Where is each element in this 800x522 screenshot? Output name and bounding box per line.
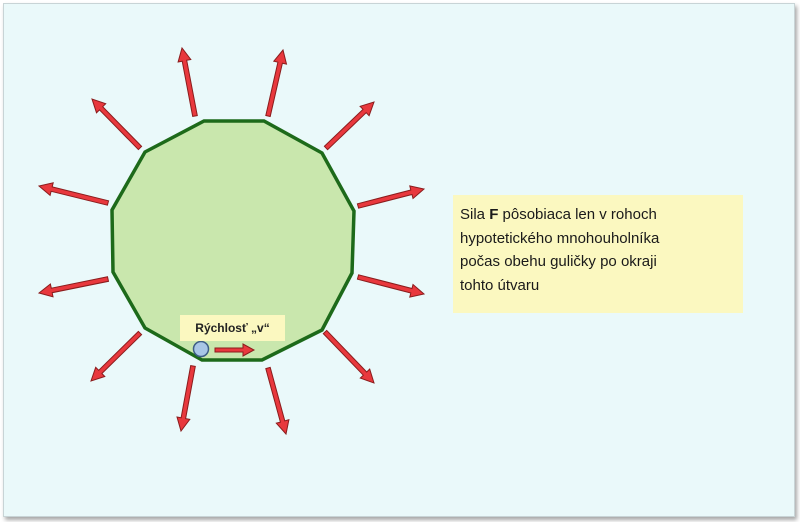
- info-line-4: tohto útvaru: [460, 276, 540, 294]
- force-arrow-1: [177, 46, 198, 117]
- info-suffix: pôsobiaca len v rohoch: [502, 206, 657, 223]
- speed-label: Rýchlosť „v“: [180, 315, 285, 341]
- force-arrow-5: [37, 182, 110, 206]
- info-prefix: Sila: [460, 206, 486, 223]
- force-arrow-2: [265, 48, 288, 118]
- force-arrow-12: [265, 366, 290, 436]
- force-arrow-4: [323, 101, 375, 151]
- force-symbol: F: [489, 206, 499, 223]
- dodecagon-shape: [110, 119, 356, 362]
- force-arrow-10: [322, 329, 375, 384]
- force-arrow-6: [356, 185, 426, 209]
- info-box: Sila F pôsobiaca len v rohoch hypotetick…: [453, 195, 743, 313]
- ball: [192, 340, 210, 358]
- velocity-arrow-shape: [214, 343, 256, 357]
- force-arrow-11: [176, 365, 196, 433]
- info-line-2: hypotetického mnohouholníka: [460, 229, 660, 247]
- force-arrows: [37, 46, 426, 436]
- info-line-1: Sila F pôsobiaca len v rohoch: [460, 203, 743, 227]
- info-line-3: počas obehu guličky po okraji: [460, 253, 657, 270]
- velocity-arrow: [214, 343, 256, 357]
- force-arrow-3: [91, 98, 143, 151]
- force-arrow-7: [37, 276, 110, 298]
- force-arrow-8: [356, 274, 426, 298]
- force-arrow-9: [90, 330, 143, 382]
